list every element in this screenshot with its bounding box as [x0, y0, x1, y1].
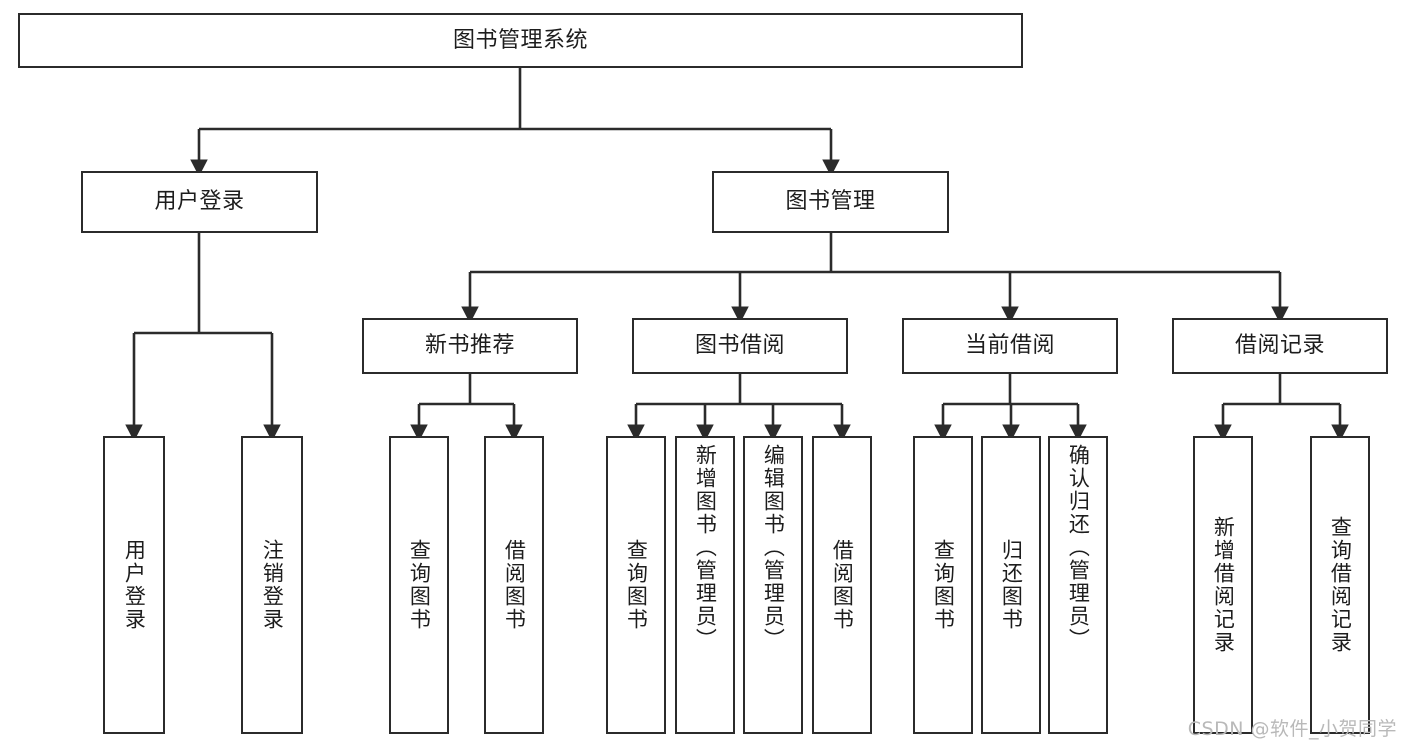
node-user-login-label: 用户登录 [154, 189, 245, 215]
node-leaf-edit-book[interactable]: 编辑图书（管理员） [743, 436, 803, 734]
node-leaf-add-book[interactable]: 新增图书（管理员） [675, 436, 735, 734]
node-new-book-recommend-label: 新书推荐 [424, 333, 515, 359]
node-leaf-query-record-label: 查询借阅记录 [1328, 516, 1353, 654]
node-borrow-record[interactable]: 借阅记录 [1172, 318, 1388, 374]
node-leaf-return-book-label: 归还图书 [999, 539, 1024, 631]
node-leaf-add-book-label: 新增图书（管理员） [693, 444, 718, 651]
node-leaf-confirm-return[interactable]: 确认归还（管理员） [1048, 436, 1108, 734]
node-leaf-user-login[interactable]: 用户登录 [103, 436, 165, 734]
node-leaf-query-record[interactable]: 查询借阅记录 [1310, 436, 1370, 734]
node-leaf-logout-login[interactable]: 注销登录 [241, 436, 303, 734]
node-leaf-borrow-book-2[interactable]: 借阅图书 [812, 436, 872, 734]
node-leaf-user-login-label: 用户登录 [122, 539, 147, 631]
node-leaf-query-book-1-label: 查询图书 [407, 539, 432, 631]
node-leaf-borrow-book-1[interactable]: 借阅图书 [484, 436, 544, 734]
node-leaf-query-book-2[interactable]: 查询图书 [606, 436, 666, 734]
csdn-watermark: CSDN @软件_小贺同学 [1187, 718, 1397, 740]
node-leaf-borrow-book-1-label: 借阅图书 [502, 539, 527, 631]
node-root-label: 图书管理系统 [452, 27, 588, 53]
node-leaf-edit-book-label: 编辑图书（管理员） [761, 444, 786, 651]
node-leaf-query-book-2-label: 查询图书 [624, 539, 649, 631]
node-leaf-logout-login-label: 注销登录 [260, 539, 285, 631]
node-leaf-query-book-3[interactable]: 查询图书 [913, 436, 973, 734]
node-borrow-record-label: 借阅记录 [1234, 333, 1325, 359]
node-leaf-confirm-return-label: 确认归还（管理员） [1066, 444, 1091, 651]
node-root[interactable]: 图书管理系统 [18, 13, 1023, 68]
node-leaf-query-book-3-label: 查询图书 [931, 539, 956, 631]
node-leaf-query-book-1[interactable]: 查询图书 [389, 436, 449, 734]
node-leaf-return-book[interactable]: 归还图书 [981, 436, 1041, 734]
node-book-management-label: 图书管理 [785, 189, 876, 215]
node-leaf-add-record-label: 新增借阅记录 [1211, 516, 1236, 654]
node-user-login[interactable]: 用户登录 [81, 171, 318, 233]
node-leaf-add-record[interactable]: 新增借阅记录 [1193, 436, 1253, 734]
node-current-borrow[interactable]: 当前借阅 [902, 318, 1118, 374]
node-new-book-recommend[interactable]: 新书推荐 [362, 318, 578, 374]
node-leaf-borrow-book-2-label: 借阅图书 [830, 539, 855, 631]
node-book-management[interactable]: 图书管理 [712, 171, 949, 233]
node-book-borrow[interactable]: 图书借阅 [632, 318, 848, 374]
node-current-borrow-label: 当前借阅 [964, 333, 1055, 359]
node-book-borrow-label: 图书借阅 [694, 333, 785, 359]
